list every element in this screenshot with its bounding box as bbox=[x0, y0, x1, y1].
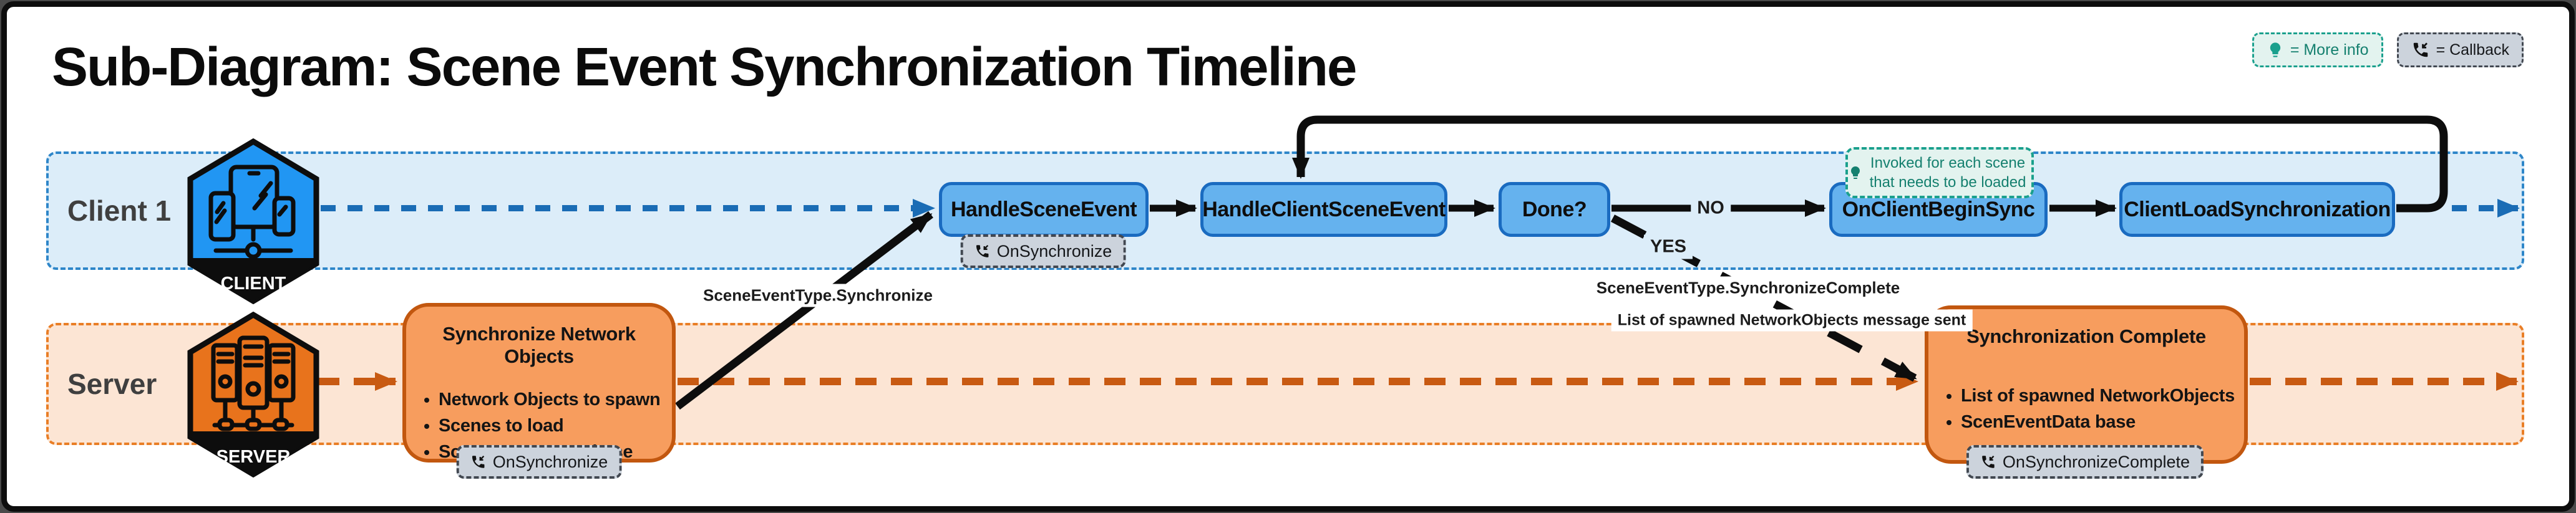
node-synchronize-network-objects: Synchronize Network Objects Network Obje… bbox=[402, 303, 676, 463]
callback-badge-on-synchronize-client: OnSynchronize bbox=[960, 234, 1126, 268]
callback-phone-icon bbox=[472, 455, 485, 468]
server-hexagon-badge: SERVER bbox=[187, 312, 319, 477]
lightbulb-icon bbox=[1851, 166, 1860, 179]
client-devices-icon bbox=[208, 165, 296, 259]
node-client-load-synchronization: ClientLoadSynchronization bbox=[2119, 182, 2395, 237]
legend-callback-label: = Callback bbox=[2436, 41, 2509, 59]
edge-label-synchronize: SceneEventType.Synchronize bbox=[697, 284, 939, 307]
edge-label-yes: YES bbox=[1643, 234, 1693, 259]
server-hexagon-label: SERVER bbox=[216, 447, 291, 467]
legend-callback: = Callback bbox=[2396, 32, 2524, 67]
callback-badge-on-synchronize-complete: OnSynchronizeComplete bbox=[1966, 445, 2204, 479]
edge-label-no: NO bbox=[1691, 196, 1731, 221]
edge-label-synchronize-complete: SceneEventType.SynchronizeComplete bbox=[1590, 276, 1907, 300]
synchronize-box-title: Synchronize Network Objects bbox=[442, 323, 636, 367]
callback-badge-on-synchronize-server: OnSynchronize bbox=[456, 445, 622, 479]
lightbulb-icon bbox=[2270, 42, 2280, 57]
legend: = More info = Callback bbox=[2252, 32, 2524, 67]
note-text: Invoked for each scene that needs to be … bbox=[1869, 154, 2026, 191]
complete-box-bullets: List of spawned NetworkObjects ScenEvent… bbox=[1928, 383, 2244, 435]
callback-phone-icon bbox=[976, 244, 989, 257]
client-hexagon-label: CLIENT bbox=[221, 274, 286, 294]
complete-box-title: Synchronization Complete bbox=[1966, 325, 2206, 347]
callback-phone-icon bbox=[1982, 455, 1995, 468]
arrow-synchronize-message bbox=[675, 211, 933, 410]
callback-badge-label: OnSynchronize bbox=[492, 452, 608, 471]
node-synchronization-complete: Synchronization Complete List of spawned… bbox=[1925, 305, 2248, 464]
client-hexagon-badge: CLIENT bbox=[187, 138, 319, 304]
legend-more-info: = More info bbox=[2252, 32, 2383, 67]
edge-label-list-spawned: List of spawned NetworkObjects message s… bbox=[1611, 309, 1973, 332]
callback-badge-label: OnSynchronize bbox=[996, 241, 1112, 261]
callback-badge-label: OnSynchronizeComplete bbox=[2002, 452, 2190, 471]
node-done-decision: Done? bbox=[1499, 182, 1610, 237]
arrow-feedback-loop bbox=[1292, 115, 2448, 213]
client-lane-label: Client 1 bbox=[67, 194, 172, 227]
server-racks-icon bbox=[211, 335, 296, 431]
node-handle-client-scene-event: HandleClientSceneEvent bbox=[1200, 182, 1447, 237]
server-lane-label: Server bbox=[67, 368, 157, 400]
node-handle-scene-event: HandleSceneEvent bbox=[939, 182, 1149, 237]
bullet-item: List of spawned NetworkObjects bbox=[1961, 383, 2244, 409]
bullet-item: Scenes to load bbox=[439, 413, 672, 439]
callback-phone-icon bbox=[2413, 42, 2428, 57]
legend-more-info-label: = More info bbox=[2290, 41, 2369, 59]
note-invoked-each-scene: Invoked for each scene that needs to be … bbox=[1845, 147, 2034, 198]
page-title: Sub-Diagram: Scene Event Synchronization… bbox=[52, 37, 1357, 97]
bullet-item: Network Objects to spawn bbox=[439, 386, 672, 413]
bullet-item: ScenEventData base bbox=[1961, 409, 2244, 435]
